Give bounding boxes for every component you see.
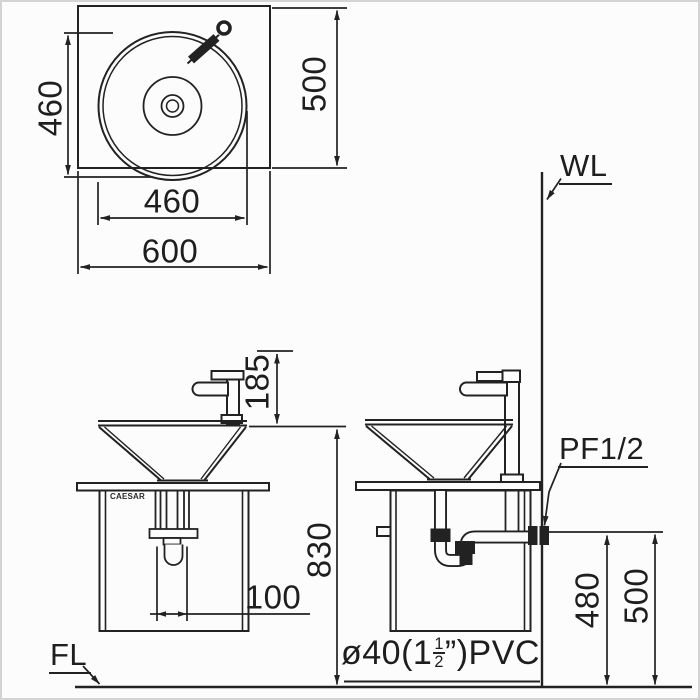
drain-pipe-label-prefix: ø40(1 xyxy=(341,634,433,672)
drain-pipe-label-suffix: ”)PVC xyxy=(444,634,540,672)
dimension-linework xyxy=(64,7,663,685)
side-drain-trap xyxy=(430,491,549,567)
plan-faucet-handle xyxy=(188,34,220,64)
plan-basin-bowl xyxy=(142,76,203,136)
floor-line-label: FL xyxy=(49,639,92,674)
side-counter xyxy=(355,481,541,491)
wall-line-leader xyxy=(546,178,562,200)
supply-leader xyxy=(542,462,562,526)
dim-label-rim-height: 830 xyxy=(300,521,338,579)
dim-label-counter-depth: 500 xyxy=(295,55,333,113)
supply-thread-label: PF1/2 xyxy=(558,433,649,468)
dim-label-counter-width: 600 xyxy=(141,232,199,270)
plan-basin-rim-inner xyxy=(102,35,243,177)
wall-line-label: WL xyxy=(559,150,612,185)
dim-label-drain-height: 480 xyxy=(568,571,606,629)
dim-label-drain-offset: 100 xyxy=(244,578,302,616)
plan-drain-outer xyxy=(160,94,185,118)
plan-view-linework xyxy=(77,5,271,181)
side-cabinet xyxy=(389,489,532,632)
floor-line-leader xyxy=(82,665,101,685)
plan-countertop xyxy=(77,5,271,169)
plan-basin-outer xyxy=(97,31,248,181)
plan-faucet-ring xyxy=(216,20,232,36)
front-faucet-base xyxy=(220,414,243,424)
side-view-linework xyxy=(355,369,549,632)
dim-label-basin-dia-horizontal: 460 xyxy=(143,182,201,220)
brand-logo: CAESAR xyxy=(110,492,145,501)
side-faucet-spout xyxy=(459,381,508,397)
front-counter xyxy=(76,482,270,492)
plan-drain-inner xyxy=(165,99,180,113)
dim-label-faucet-height: 185 xyxy=(238,353,276,411)
front-cabinet xyxy=(98,489,250,632)
front-faucet-lever xyxy=(210,370,245,381)
front-faucet-spout xyxy=(191,381,229,397)
side-cabinet-bracket xyxy=(376,526,392,537)
front-drain xyxy=(148,491,199,566)
dim-label-basin-dia-vertical: 460 xyxy=(31,79,69,137)
front-view-linework xyxy=(76,370,270,632)
dim-label-supply-height: 500 xyxy=(617,567,655,625)
